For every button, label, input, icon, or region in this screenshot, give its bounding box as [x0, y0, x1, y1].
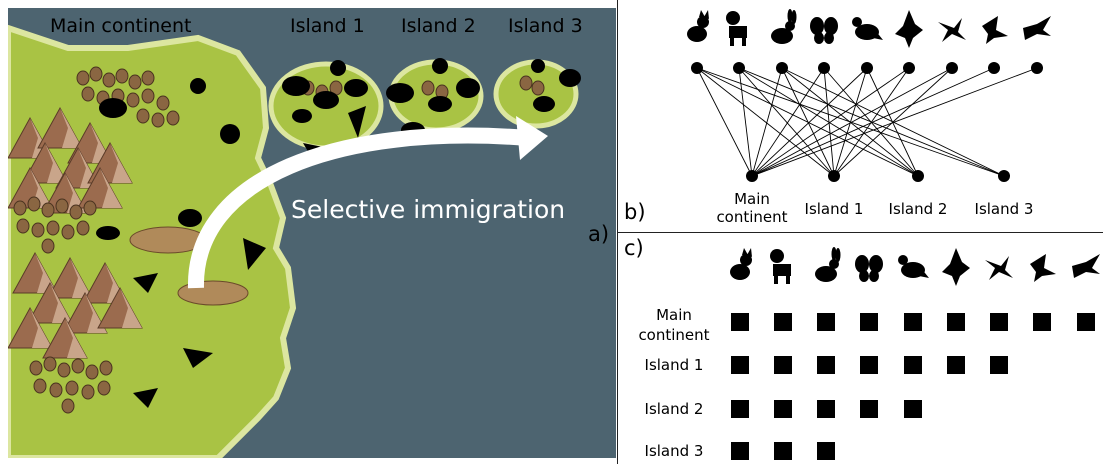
matrix-row-label: Island 2	[644, 400, 704, 418]
presence-cell	[774, 442, 792, 460]
island-3-label: Island 3	[508, 15, 583, 37]
network-edge	[696, 67, 919, 177]
location-node-label: Island 1	[804, 200, 864, 218]
network-edge	[738, 67, 753, 177]
presence-cell	[860, 356, 878, 374]
network-edge	[696, 67, 835, 177]
location-node-label: Island 3	[974, 200, 1034, 218]
network-edge	[781, 67, 1005, 177]
swift-icon	[1072, 254, 1100, 278]
presence-cell	[947, 356, 965, 374]
species-node	[818, 62, 830, 74]
species-node	[946, 62, 958, 74]
network-edge	[751, 67, 995, 177]
animal-silhouettes	[96, 58, 581, 408]
cat-icon	[687, 10, 709, 42]
presence-cell	[731, 356, 749, 374]
presence-cell	[904, 313, 922, 331]
matrix-row-label: Island 3	[644, 442, 704, 460]
network-edge	[751, 67, 825, 177]
dog-icon	[770, 249, 791, 284]
swift-icon	[1023, 16, 1051, 40]
panel-label-a: a)	[588, 222, 610, 246]
eagle-icon	[895, 10, 923, 48]
matrix-row-label: Main continent	[638, 306, 710, 344]
network-edge	[696, 67, 753, 177]
species-node	[1031, 62, 1043, 74]
location-node-label: Main continent	[716, 190, 788, 226]
presence-cell	[817, 400, 835, 418]
presence-cell	[904, 356, 922, 374]
butterfly-icon	[810, 17, 838, 44]
eagle-icon	[942, 248, 970, 286]
duck-icon	[1030, 254, 1056, 282]
network-edge	[738, 67, 919, 177]
panel-label-c: c)	[624, 236, 644, 260]
map-illustration: Main continent Island 1 Island 2 Island …	[8, 8, 616, 458]
network-edge	[751, 67, 783, 177]
network-edge	[696, 67, 1005, 177]
species-node	[776, 62, 788, 74]
location-node	[828, 170, 840, 182]
presence-cell	[731, 400, 749, 418]
immigration-arrow-shaft	[187, 127, 529, 289]
location-node	[746, 170, 758, 182]
dog-icon	[726, 11, 747, 46]
presence-cell	[731, 442, 749, 460]
panel-label-b: b)	[624, 200, 646, 224]
cat-icon	[730, 248, 752, 280]
swallow-icon	[985, 256, 1013, 280]
presence-cell	[947, 313, 965, 331]
rabbit-icon	[771, 9, 797, 44]
horizontal-divider	[617, 232, 1103, 233]
species-node	[988, 62, 1000, 74]
presence-cell	[817, 356, 835, 374]
rabbit-icon	[815, 247, 841, 282]
presence-cell	[731, 313, 749, 331]
network-edge	[751, 67, 953, 177]
presence-cell	[1077, 313, 1095, 331]
main-continent-label: Main continent	[50, 15, 192, 37]
immigration-arrow-head	[516, 116, 548, 160]
species-node	[861, 62, 873, 74]
network-edge	[751, 67, 868, 177]
presence-cell	[904, 400, 922, 418]
location-node-label: Island 2	[888, 200, 948, 218]
presence-cell	[774, 313, 792, 331]
presence-cell	[990, 313, 1008, 331]
duck-icon	[982, 16, 1008, 44]
presence-cell	[860, 313, 878, 331]
map-drawing	[8, 8, 616, 458]
presence-cell	[990, 356, 1008, 374]
network-edge	[751, 67, 910, 177]
matrix-row-label: Island 1	[644, 356, 704, 374]
location-node	[912, 170, 924, 182]
species-node	[903, 62, 915, 74]
island-1-label: Island 1	[290, 15, 365, 37]
presence-cell	[774, 400, 792, 418]
pigeon-icon	[898, 255, 929, 278]
presence-cell	[817, 313, 835, 331]
swallow-icon	[938, 18, 966, 42]
butterfly-icon	[855, 255, 883, 282]
island-2-label: Island 2	[401, 15, 476, 37]
presence-cell	[774, 356, 792, 374]
presence-cell	[1033, 313, 1051, 331]
network-edge	[738, 67, 835, 177]
network-edge	[738, 67, 1005, 177]
pigeon-icon	[852, 17, 883, 40]
presence-cell	[860, 400, 878, 418]
species-node	[691, 62, 703, 74]
presence-cell	[817, 442, 835, 460]
location-node	[998, 170, 1010, 182]
arrow-label: Selective immigration	[291, 195, 566, 224]
species-node	[733, 62, 745, 74]
network-edge	[751, 67, 1038, 177]
